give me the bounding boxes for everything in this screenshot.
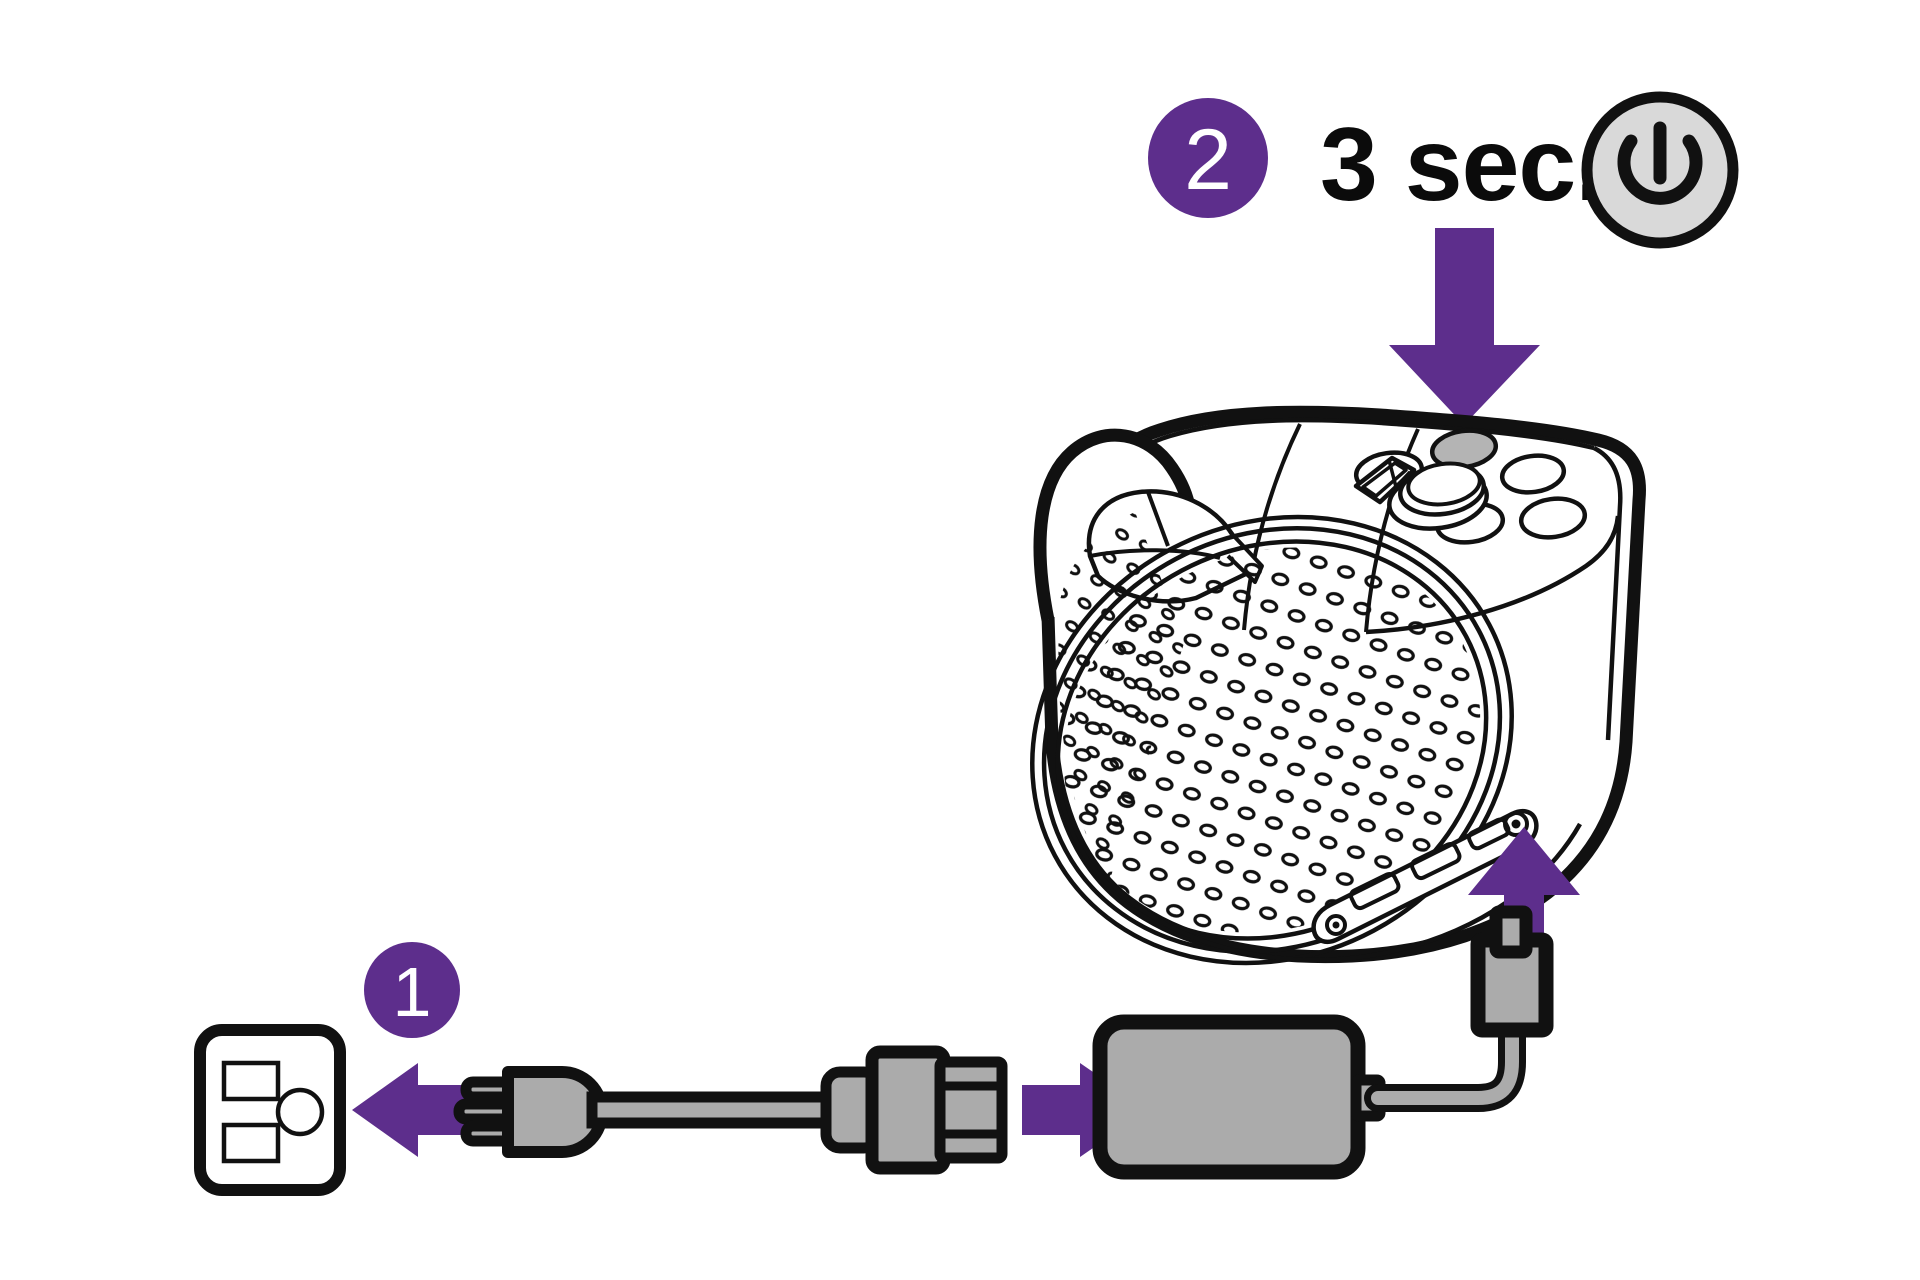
arrow-to-power-brick-shape [1022, 1063, 1148, 1157]
speaker-aux-jack-center [1511, 819, 1521, 829]
arrow-to-power-brick [1022, 1063, 1148, 1157]
speaker-handle-tab-seam [1146, 491, 1170, 547]
portable-speaker [1020, 405, 1646, 1000]
arrow-to-power-button-shape [1389, 228, 1540, 425]
ac-power-plug [453, 1066, 608, 1158]
speaker-right-edge [1592, 445, 1623, 741]
step-badge-2-circle [1148, 98, 1268, 218]
ac-power-cord-line [586, 1091, 846, 1129]
speaker-top-controls [1353, 428, 1588, 545]
ac-power-cord [586, 1091, 846, 1129]
step-badge-2-label: 2 [1184, 112, 1232, 208]
power-supply-brick [1092, 1014, 1386, 1180]
dc-output-cable-core [1371, 993, 1519, 1105]
speaker-button-volume-up[interactable] [1499, 452, 1567, 496]
power-supply-brick-body [1092, 1014, 1366, 1180]
power-symbol-icon [1617, 121, 1703, 205]
wall-outlet-slot-top [221, 1060, 281, 1102]
step-badge-2: 2 [1148, 98, 1268, 218]
iec-connector-body [865, 1045, 951, 1175]
speaker-dc-jack-center [1332, 921, 1340, 929]
wall-outlet-slot-bottom [221, 1122, 281, 1164]
step-1-group: 1 [194, 905, 1554, 1196]
arrow-to-outlet-shape [352, 1063, 478, 1157]
dc-barrel-plug-tip [1489, 905, 1533, 959]
arrow-to-dc-port-shape [1468, 827, 1580, 968]
speaker-dial[interactable] [1386, 459, 1491, 534]
wall-outlet-ground-pin [275, 1087, 325, 1137]
arrow-to-power-button [1389, 228, 1540, 425]
arrow-to-dc-port [1468, 827, 1580, 968]
step-2-group: 2 3 sec. [1148, 91, 1739, 425]
wall-outlet [194, 1024, 346, 1196]
step-badge-1-label: 1 [393, 953, 432, 1031]
arrow-to-outlet [352, 1063, 478, 1157]
speaker-slider-switch[interactable] [1353, 455, 1417, 505]
speaker-dc-jack [1325, 914, 1347, 936]
step-badge-1-circle [364, 942, 460, 1038]
speaker-port-1 [1349, 871, 1401, 911]
step-badge-1: 1 [364, 942, 460, 1038]
speaker-button-volume-down[interactable] [1518, 495, 1588, 542]
iec-connector-tip [934, 1056, 1008, 1164]
iec-connector [820, 1045, 1008, 1175]
hold-duration-label: 3 sec. [1320, 107, 1603, 223]
speaker-aux-jack [1503, 811, 1529, 837]
dc-barrel-plug [1470, 905, 1554, 1038]
dc-output-cable [1364, 986, 1526, 1112]
power-button-callout [1581, 91, 1739, 249]
speaker-port-2 [1410, 841, 1462, 881]
